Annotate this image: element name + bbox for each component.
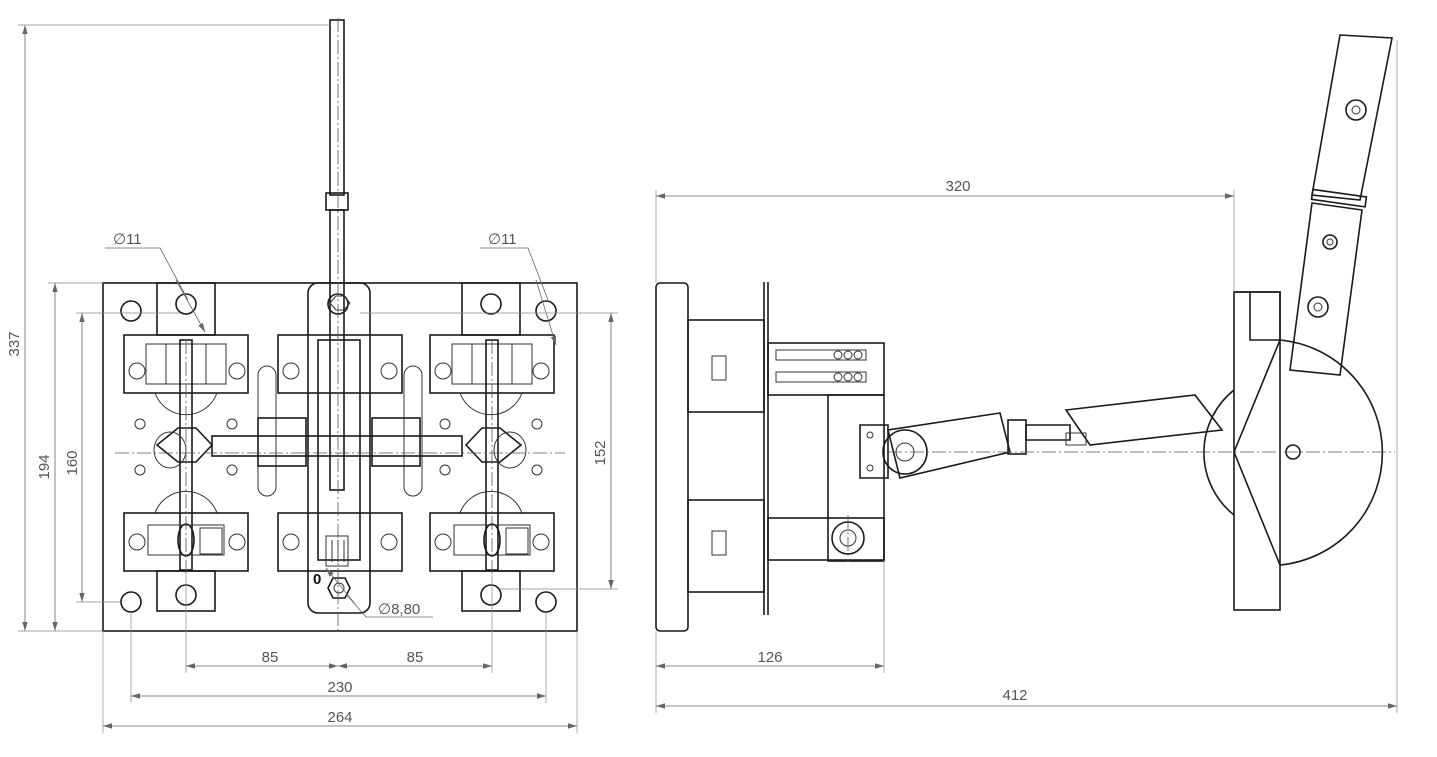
rivets	[134, 418, 543, 476]
front-view: 0 ∅11 ∅11 ∅8,80 337 194	[6, 18, 618, 733]
hole-callout-left: ∅11	[105, 231, 206, 333]
svg-text:160: 160	[64, 450, 81, 475]
svg-text:320: 320	[945, 178, 970, 195]
side-base-plate	[655, 282, 689, 632]
side-lever-handle	[1311, 34, 1393, 201]
upper-terminals	[123, 282, 555, 416]
dim-base-depth: 126	[655, 560, 885, 713]
mounting-holes	[120, 293, 557, 613]
dim-plate-height: 194	[36, 282, 103, 631]
dim-hole-spacing-right: 152	[360, 312, 618, 590]
dim-total-height: 337	[6, 24, 330, 632]
hole-callout-right: ∅11	[480, 231, 557, 346]
cross-bar	[211, 435, 463, 457]
svg-text:337: 337	[6, 331, 23, 356]
svg-text:85: 85	[407, 649, 424, 666]
dim-hole-spacing-left: 160	[64, 312, 180, 603]
dim-plate-width: 264	[102, 631, 578, 733]
hole-callout-center: ∅8,80	[325, 567, 433, 618]
side-housing	[1234, 291, 1281, 341]
svg-text:85: 85	[262, 649, 279, 666]
dim-depth-to-base: 320	[655, 178, 1235, 292]
lower-terminals	[123, 490, 555, 612]
svg-text:412: 412	[1002, 687, 1027, 704]
svg-text:∅8,80: ∅8,80	[378, 601, 420, 618]
svg-text:264: 264	[327, 709, 352, 726]
position-mark: 0	[313, 571, 321, 588]
svg-text:152: 152	[592, 440, 609, 465]
svg-text:194: 194	[36, 454, 53, 479]
side-view: 320 126 412	[655, 34, 1398, 713]
dim-right-pitch: 85	[338, 649, 492, 669]
dim-total-depth: 412	[656, 40, 1398, 713]
dim-hole-spacing-width: 230	[130, 612, 547, 703]
hex-nut	[327, 577, 351, 599]
svg-text:∅11: ∅11	[113, 231, 142, 248]
svg-text:126: 126	[757, 649, 782, 666]
svg-text:230: 230	[327, 679, 352, 696]
svg-text:∅11: ∅11	[488, 231, 517, 248]
operating-handle	[307, 19, 371, 614]
dim-left-pitch: 85	[185, 575, 493, 673]
